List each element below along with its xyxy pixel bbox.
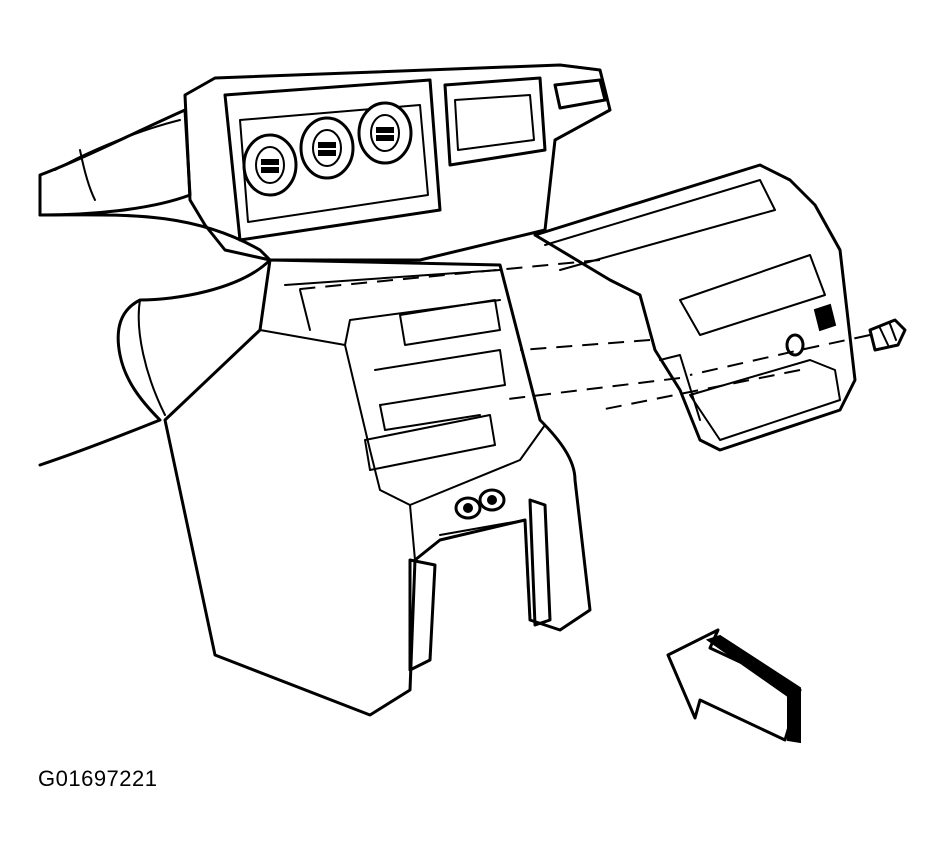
view-direction-arrow bbox=[666, 628, 802, 744]
retaining-screw bbox=[785, 318, 907, 357]
console-trim-panel bbox=[533, 163, 857, 452]
climate-knob-center bbox=[299, 116, 355, 180]
climate-knob-right bbox=[357, 101, 413, 165]
instrument-panel bbox=[38, 63, 612, 467]
accessory-outlets bbox=[454, 488, 506, 520]
center-console bbox=[163, 258, 592, 717]
alignment-lines bbox=[289, 259, 871, 411]
climate-control-bezel bbox=[223, 76, 607, 242]
climate-knob-left bbox=[242, 133, 298, 197]
figure-code: G01697221 bbox=[38, 766, 158, 791]
